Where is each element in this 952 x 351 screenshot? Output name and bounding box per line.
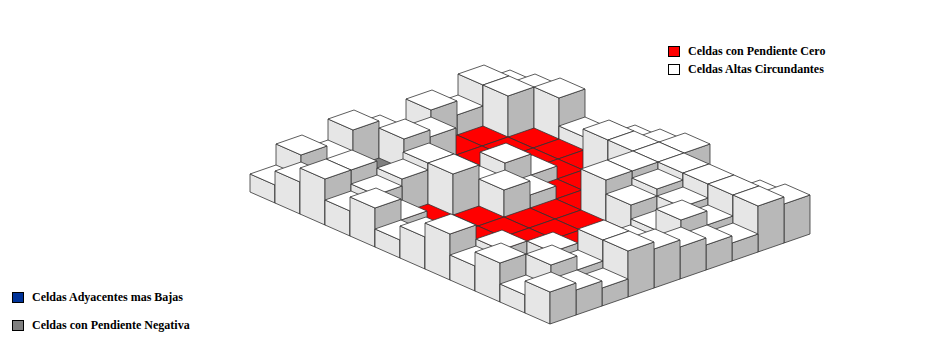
cell-top	[276, 135, 327, 155]
cell-top	[379, 119, 430, 139]
legend-swatch	[12, 320, 24, 331]
legend-label: Celdas con Pendiente Negativa	[32, 318, 190, 333]
legend-label: Celdas con Pendiente Cero	[688, 44, 825, 59]
legend-entry: Celdas con Pendiente Cero	[668, 44, 825, 59]
legend-entry: Celdas Adyacentes mas Bajas	[12, 290, 183, 305]
legend-label: Celdas Altas Circundantes	[688, 62, 824, 77]
cell-top	[406, 90, 457, 110]
cell-top	[526, 245, 577, 265]
cell-top	[479, 170, 530, 190]
cell-top	[483, 76, 534, 96]
cell-top	[733, 186, 784, 206]
cell-top	[603, 231, 654, 251]
cell-top	[480, 143, 531, 163]
cell-top	[581, 160, 632, 180]
cell-top	[475, 243, 526, 263]
cell-top	[377, 159, 428, 179]
cell-top	[606, 185, 657, 205]
cell-top	[525, 272, 576, 292]
legend-entry: Celdas Altas Circundantes	[668, 62, 824, 77]
cell-top	[534, 78, 585, 98]
cell-side	[628, 242, 654, 297]
legend-label: Celdas Adyacentes mas Bajas	[32, 290, 183, 305]
cell-top	[350, 188, 401, 208]
cell-side	[758, 197, 784, 252]
cell-top	[632, 169, 683, 189]
cell-top	[428, 154, 479, 174]
legend-swatch	[12, 292, 24, 303]
cell-top	[656, 200, 707, 220]
legend-swatch	[668, 64, 680, 75]
legend-swatch	[668, 46, 680, 57]
cell-top	[300, 159, 351, 179]
cell-top	[425, 214, 476, 234]
legend-entry: Celdas con Pendiente Negativa	[12, 318, 190, 333]
cell-top	[328, 110, 379, 130]
